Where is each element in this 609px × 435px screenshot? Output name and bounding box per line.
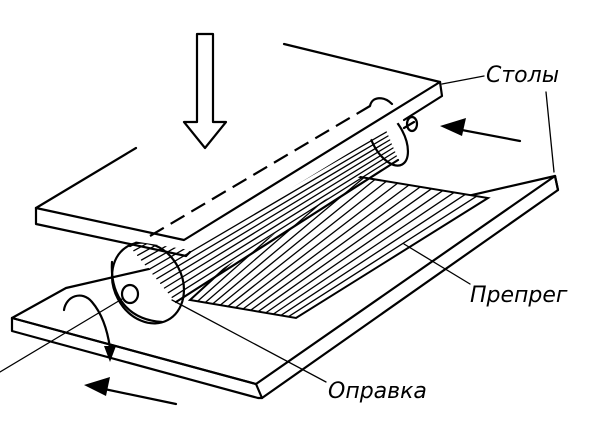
prepreg-fiber-line [227, 180, 388, 308]
label-tables: Столы [486, 63, 559, 88]
roller-wound-line [163, 147, 394, 289]
roller-wound-line [171, 155, 397, 298]
label-prepreg: Препрег [470, 283, 568, 308]
roller-wound-line [160, 143, 392, 284]
prepreg-fiber-line [280, 193, 467, 317]
arrow-down-icon [182, 32, 228, 150]
top-table [34, 42, 444, 258]
roller-wound-line [167, 151, 396, 294]
roller-wound-line [152, 135, 389, 275]
prepreg-fiber-line [287, 195, 478, 318]
prepreg-fiber-line [219, 178, 376, 306]
roller-wound-line [156, 139, 391, 280]
prepreg-fiber-line [265, 189, 444, 314]
arrow-left-icon [440, 118, 522, 143]
bottom-table [10, 174, 560, 400]
prepreg-fiber-line [249, 186, 421, 311]
rotation-arrow-icon [62, 294, 116, 362]
prepreg-sheet [187, 170, 491, 320]
arrow-left-icon [84, 377, 178, 406]
leader-lines [171, 75, 555, 383]
prepreg-fiber-line [272, 191, 455, 315]
prepreg-fiber-line [242, 184, 410, 310]
label-mandrel: Оправка [328, 379, 427, 404]
prepreg-fiber-line [234, 182, 399, 309]
prepreg-fiber-line [257, 188, 433, 313]
